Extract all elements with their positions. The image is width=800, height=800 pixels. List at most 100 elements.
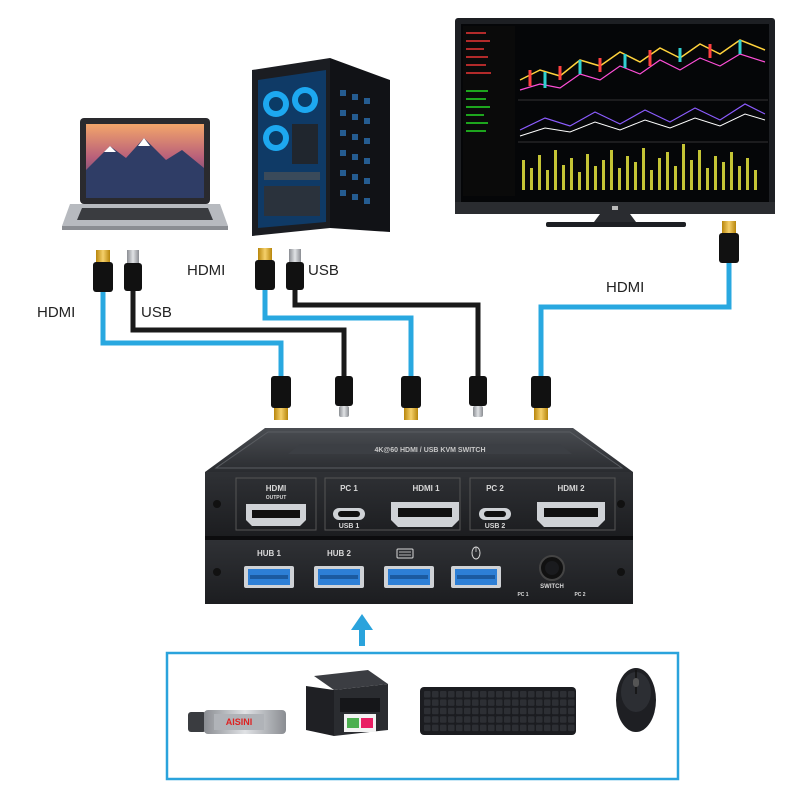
cable-pc-usb: [292, 290, 481, 378]
usb-plug-icon: [124, 250, 142, 291]
keyboard-key: [512, 691, 519, 698]
laptop-icon: [62, 118, 228, 230]
switch-label: SWITCH: [540, 584, 564, 590]
keyboard-key: [536, 724, 543, 732]
keyboard-key: [448, 699, 455, 706]
label-laptop-usb: USB: [141, 304, 172, 321]
keyboard-key: [552, 716, 559, 723]
keyboard-key: [472, 699, 479, 706]
keyboard-key: [560, 716, 567, 723]
keyboard-key: [424, 724, 431, 732]
keyboard-key: [456, 707, 463, 715]
keyboard-key: [448, 716, 455, 723]
keyboard-key: [448, 691, 455, 698]
keyboard-key: [544, 707, 551, 715]
usbc-plug-icon: [335, 376, 353, 417]
keyboard-key: [504, 707, 511, 715]
keyboard-key: [568, 724, 575, 732]
keyboard-key: [456, 691, 463, 698]
keyboard-key: [472, 707, 479, 715]
monitor-icon: [455, 18, 775, 227]
printer-icon: [306, 670, 388, 736]
keyboard-key: [424, 691, 431, 698]
usb-hub-ports: HUB 1 HUB 2: [244, 546, 501, 588]
keyboard-key: [480, 716, 487, 723]
keyboard-key: [440, 716, 447, 723]
hdmi-port-icon: [246, 504, 306, 526]
keyboard-key: [432, 724, 439, 732]
desktop-pc-icon: [252, 58, 390, 236]
keyboard-key: [496, 699, 503, 706]
cable-pc-hdmi: [262, 290, 414, 378]
keyboard-icon: [420, 687, 576, 735]
peripherals-frame: [165, 651, 680, 781]
cables: [100, 262, 732, 378]
keyboard-key: [488, 707, 495, 715]
cable-monitor-hdmi: [538, 262, 732, 378]
keyboard-key: [544, 724, 551, 732]
keyboard-key: [488, 691, 495, 698]
keyboard-key: [472, 716, 479, 723]
keyboard-key: [552, 724, 559, 732]
hdmi-plug-icon: [401, 376, 421, 420]
keyboard-key: [536, 699, 543, 706]
keyboard-key: [520, 699, 527, 706]
keyboard-key: [504, 716, 511, 723]
keyboard-key: [568, 716, 575, 723]
label-pc-hdmi: HDMI: [187, 262, 226, 279]
usb-plug-icon: [286, 249, 304, 290]
usb-flash-drive-icon: AISINI: [188, 710, 286, 734]
keyboard-key: [512, 716, 519, 723]
keyboard-key: [448, 707, 455, 715]
keyboard-key: [424, 699, 431, 706]
keyboard-key: [472, 691, 479, 698]
pc2-top-label: PC 2: [486, 484, 504, 493]
hdmi-plug-icon: [531, 376, 551, 420]
keyboard-key: [496, 691, 503, 698]
keyboard-key: [568, 691, 575, 698]
hdmi1-label: HDMI 1: [412, 484, 440, 493]
usb-a-port-icon: [451, 566, 501, 588]
keyboard-key: [544, 699, 551, 706]
keyboard-key: [440, 699, 447, 706]
hdmi-plug-icon: [93, 250, 113, 292]
hdmi-output-label: HDMI: [266, 484, 286, 493]
keyboard-key: [424, 716, 431, 723]
brand-text: 4K@60 HDMI / USB KVM SWITCH: [374, 447, 485, 454]
label-laptop-hdmi: HDMI: [37, 304, 76, 321]
keyboard-key: [536, 691, 543, 698]
switch-pc1-label: PC 1: [517, 592, 528, 598]
keyboard-key: [464, 724, 471, 732]
keyboard-key: [560, 707, 567, 715]
kvm-switch-box: 4K@60 HDMI / USB KVM SWITCH HDMI OUTPUT …: [205, 428, 633, 604]
keyboard-key: [456, 724, 463, 732]
switch-pc2-label: PC 2: [574, 592, 585, 598]
keyboard-key: [512, 707, 519, 715]
keyboard-key: [496, 707, 503, 715]
label-monitor-hdmi: HDMI: [606, 279, 645, 296]
keyboard-key: [512, 724, 519, 732]
usbc-port-icon: [333, 508, 365, 520]
keyboard-key: [528, 691, 535, 698]
keyboard-key: [464, 716, 471, 723]
keyboard-key: [432, 699, 439, 706]
keyboard-key: [520, 716, 527, 723]
keyboard-key: [464, 699, 471, 706]
up-arrow-icon: [351, 614, 373, 646]
keyboard-key: [552, 699, 559, 706]
keyboard-key: [464, 691, 471, 698]
stock-chart-screen: [463, 26, 768, 196]
mouse-port-icon: [471, 546, 481, 560]
keyboard-key: [536, 707, 543, 715]
keyboard-key: [496, 716, 503, 723]
keyboard-key: [432, 691, 439, 698]
keyboard-key: [488, 716, 495, 723]
cable-laptop-usb: [130, 290, 347, 378]
keyboard-key: [560, 699, 567, 706]
keyboard-key: [544, 691, 551, 698]
switch-button-area: SWITCH PC 1 PC 2: [517, 555, 586, 598]
usb1-label: USB 1: [339, 523, 360, 530]
keyboard-key: [480, 699, 487, 706]
keyboard-key: [488, 724, 495, 732]
